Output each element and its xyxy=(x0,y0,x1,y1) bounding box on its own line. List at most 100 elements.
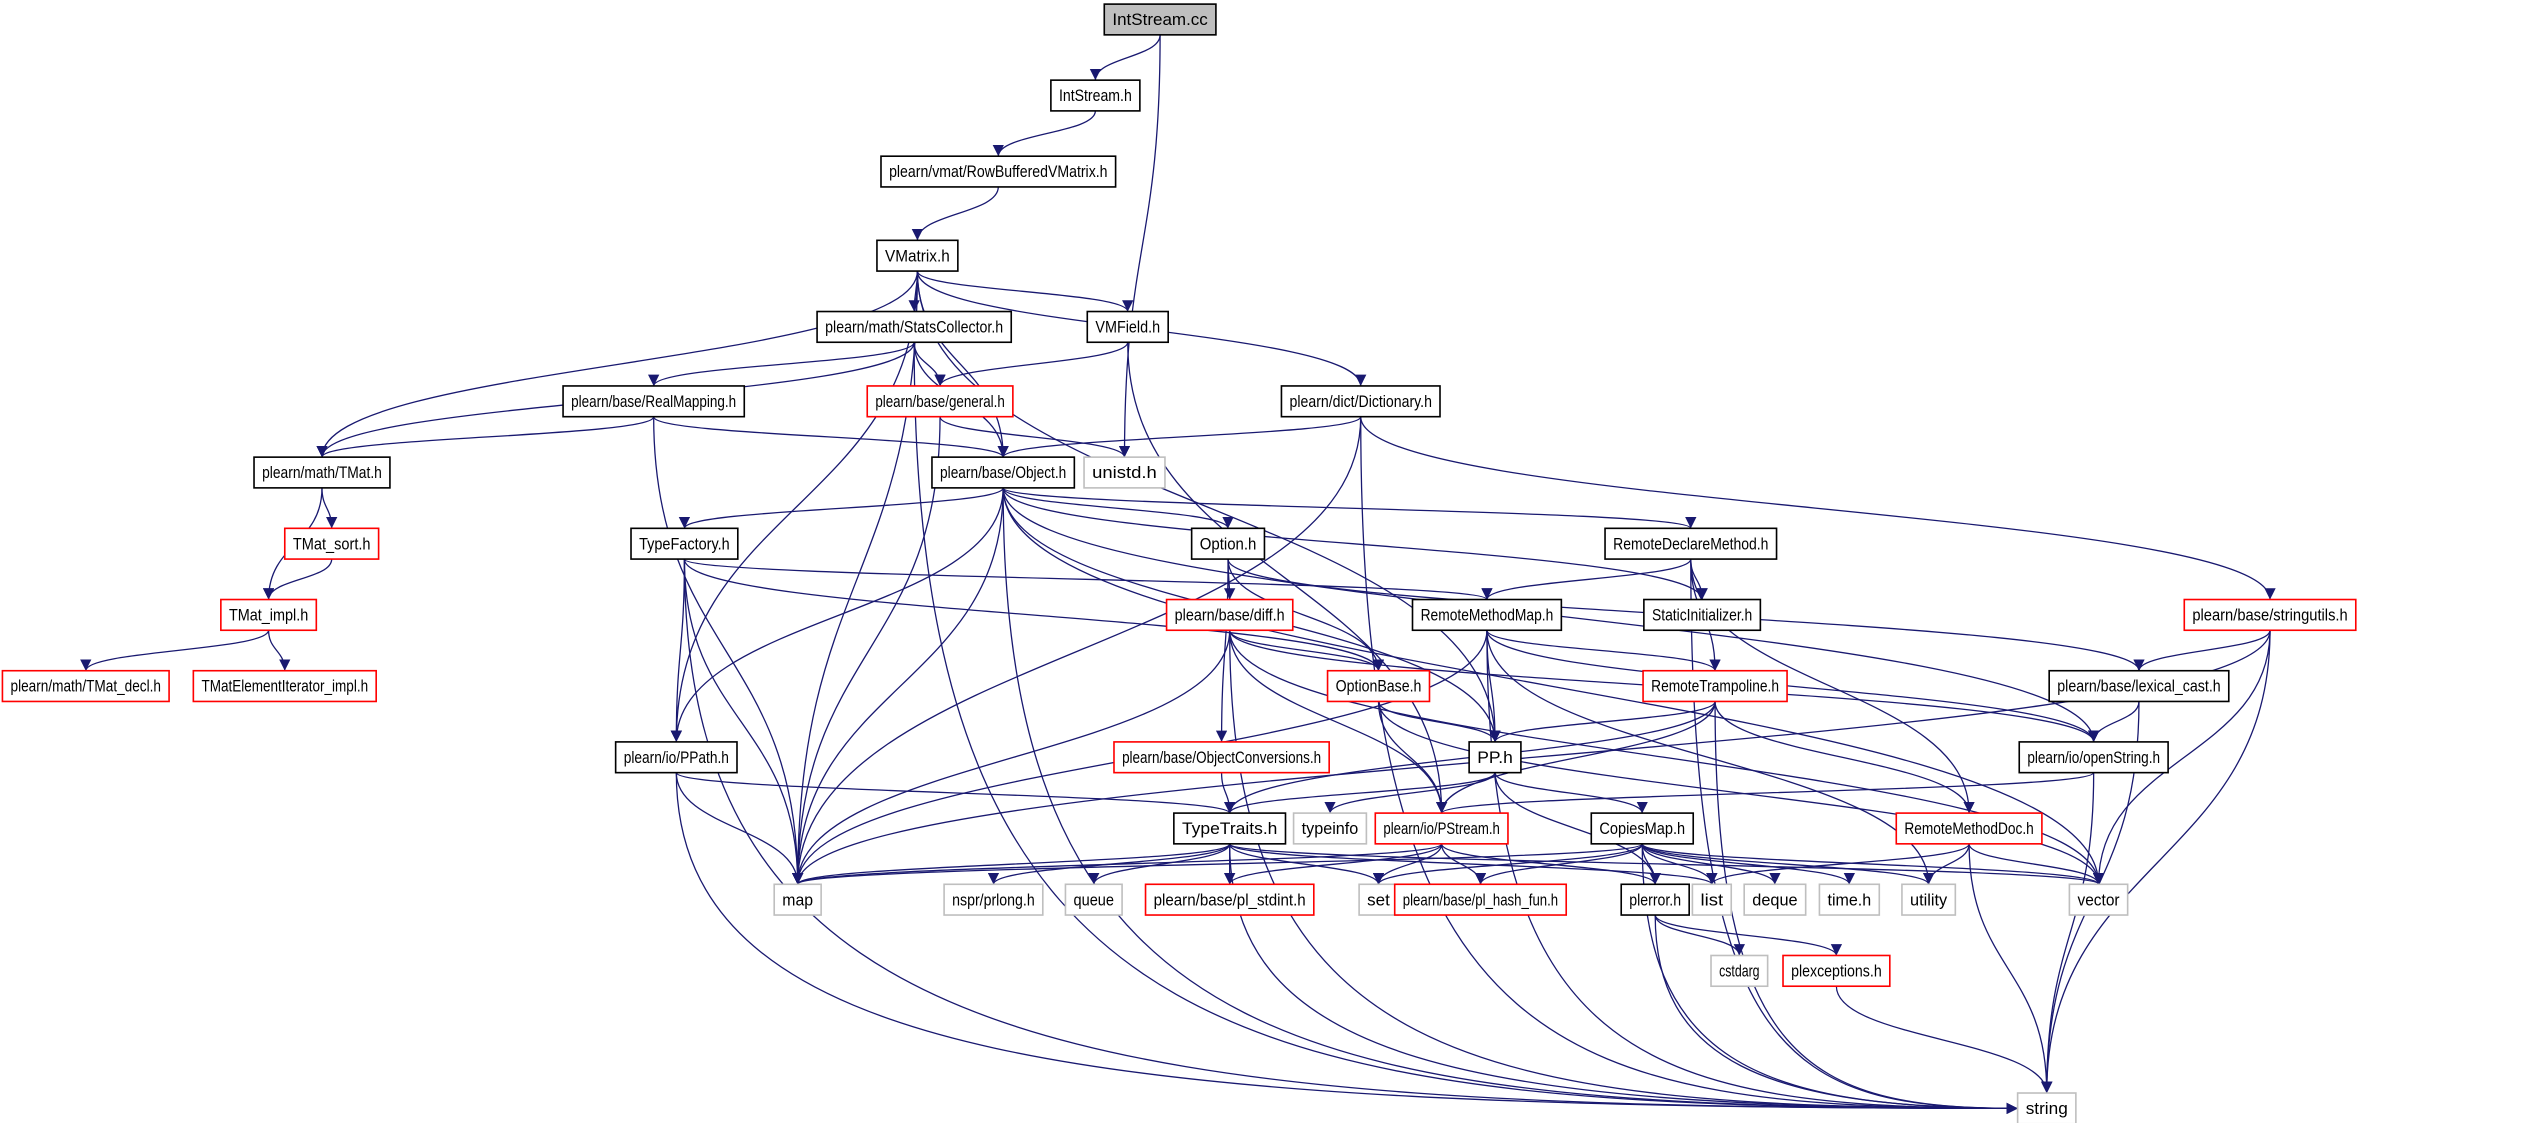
edge-plearn-io-openstring-h-to-plearn-io-pstream-h xyxy=(1436,772,2095,814)
edge-plearn-io-ppath-h-to-typetraits-h xyxy=(675,772,1236,814)
node-box xyxy=(1895,812,2043,845)
node-intstream-cc[interactable]: IntStream.cc xyxy=(1103,3,1217,36)
node-vmatrix-h[interactable]: VMatrix.h xyxy=(876,239,959,272)
node-box xyxy=(253,456,391,489)
node-label: RemoteMethodMap.h xyxy=(1421,607,1554,625)
node-box xyxy=(1590,812,1695,845)
node-label: plerror.h xyxy=(1629,891,1681,909)
node-plearn-base-stringutils-h[interactable]: plearn/base/stringutils.h xyxy=(2183,598,2357,632)
node-label: TMatElementIterator_impl.h xyxy=(201,678,368,696)
node-box xyxy=(876,239,959,272)
node-plexceptions-h[interactable]: plexceptions.h xyxy=(1782,954,1891,988)
edge-plearn-base-lexical-cast-h-to-plearn-io-openstring-h xyxy=(2088,701,2140,742)
node-remotemethoddoc-h[interactable]: RemoteMethodDoc.h xyxy=(1895,812,2043,845)
edge-remotemethoddoc-h-to-utility xyxy=(1922,843,1970,885)
node-nspr-prlong-h: nspr/prlong.h xyxy=(943,883,1044,916)
node-optionbase-h[interactable]: OptionBase.h xyxy=(1326,669,1431,703)
node-box xyxy=(816,310,1013,344)
node-label: nspr/prlong.h xyxy=(952,891,1035,909)
node-plearn-base-realmapping-h[interactable]: plearn/base/RealMapping.h xyxy=(562,385,746,418)
node-plearn-io-pstream-h[interactable]: plearn/io/PStream.h xyxy=(1374,812,1509,845)
edge-remotetrampoline-h-to-pp-h xyxy=(1489,701,1716,743)
node-remotetrampoline-h[interactable]: RemoteTrampoline.h xyxy=(1642,669,1788,703)
node-plerror-h[interactable]: plerror.h xyxy=(1620,883,1690,916)
node-vmfield-h[interactable]: VMField.h xyxy=(1086,310,1169,344)
node-plearn-dict-dictionary-h[interactable]: plearn/dict/Dictionary.h xyxy=(1280,385,1441,418)
edge-plearn-base-diff-h-to-optionbase-h xyxy=(1229,630,1385,671)
edge-tmat-impl-h-to-tmatelementiterator-impl-h xyxy=(267,630,291,671)
node-box xyxy=(1190,527,1266,560)
edge-intstream-cc-to-unistd-h xyxy=(1118,34,1161,458)
edge-plearn-base-realmapping-h-to-plearn-base-object-h xyxy=(653,416,1009,458)
node-plearn-base-pl-stdint-h[interactable]: plearn/base/pl_stdint.h xyxy=(1144,883,1315,916)
node-label: plearn/base/ObjectConversions.h xyxy=(1122,749,1321,767)
node-queue: queue xyxy=(1064,883,1123,916)
node-plearn-base-objectconversions-h[interactable]: plearn/base/ObjectConversions.h xyxy=(1113,741,1330,774)
edge-vmatrix-h-to-plearn-math-tmat-h xyxy=(316,271,919,458)
node-box xyxy=(2018,741,2169,774)
edge-optionbase-h-to-plearn-io-pstream-h xyxy=(1377,701,1448,814)
node-label: plearn/base/Object.h xyxy=(940,464,1066,482)
node-remotedeclaremethod-h[interactable]: RemoteDeclareMethod.h xyxy=(1604,527,1778,560)
node-intstream-h[interactable]: IntStream.h xyxy=(1050,79,1141,112)
node-label: TMat_impl.h xyxy=(229,607,308,625)
edge-plearn-dict-dictionary-h-to-map xyxy=(792,416,1362,885)
edge-copiesmap-h-to-time-h xyxy=(1641,843,1855,885)
node-plearn-base-diff-h[interactable]: plearn/base/diff.h xyxy=(1165,598,1294,632)
node-typefactory-h[interactable]: TypeFactory.h xyxy=(630,527,739,560)
node-option-h[interactable]: Option.h xyxy=(1190,527,1266,560)
edge-remotetrampoline-h-to-plearn-io-pstream-h xyxy=(1436,701,1716,814)
node-plearn-math-tmat-h[interactable]: plearn/math/TMat.h xyxy=(253,456,391,489)
node-plearn-math-tmat-decl-h[interactable]: plearn/math/TMat_decl.h xyxy=(1,669,170,703)
edge-pp-h-to-plerror-h xyxy=(1494,772,1661,885)
node-tmat-impl-h[interactable]: TMat_impl.h xyxy=(220,598,318,632)
edge-vmatrix-h-to-pp-h xyxy=(916,271,1501,742)
node-plearn-base-lexical-cast-h[interactable]: plearn/base/lexical_cast.h xyxy=(2048,669,2230,703)
node-label: string xyxy=(2026,1100,2068,1118)
node-box xyxy=(1113,741,1330,774)
node-pp-h[interactable]: PP.h xyxy=(1468,741,1522,774)
node-plearn-vmat-rowbufferedvmatrix-h[interactable]: plearn/vmat/RowBufferedVMatrix.h xyxy=(880,155,1117,188)
node-box xyxy=(2183,598,2357,632)
edge-plearn-math-statscollector-h-to-string xyxy=(913,342,2018,1115)
node-cstdarg: cstdarg xyxy=(1710,954,1769,988)
node-plearn-io-openstring-h[interactable]: plearn/io/openString.h xyxy=(2018,741,2169,774)
edge-option-h-to-optionbase-h xyxy=(1227,559,1385,671)
edge-remotemethoddoc-h-to-vector xyxy=(1968,843,2105,885)
node-set: set xyxy=(1358,883,1399,916)
edges-layer xyxy=(80,34,2276,1115)
node-label: plearn/io/PPath.h xyxy=(624,749,729,767)
node-plearn-base-object-h[interactable]: plearn/base/Object.h xyxy=(931,456,1076,489)
node-plearn-io-ppath-h[interactable]: plearn/io/PPath.h xyxy=(614,741,738,774)
node-box xyxy=(1691,883,1733,916)
edge-typefactory-h-to-remotemethodmap-h xyxy=(683,558,1493,601)
node-plearn-math-statscollector-h[interactable]: plearn/math/StatsCollector.h xyxy=(816,310,1013,344)
node-box xyxy=(1,669,170,703)
node-plearn-base-general-h[interactable]: plearn/base/general.h xyxy=(866,385,1014,418)
node-remotemethodmap-h[interactable]: RemoteMethodMap.h xyxy=(1411,598,1563,632)
node-typetraits-h[interactable]: TypeTraits.h xyxy=(1173,812,1287,845)
node-label: RemoteDeclareMethod.h xyxy=(1613,535,1768,553)
node-copiesmap-h[interactable]: CopiesMap.h xyxy=(1590,812,1695,845)
node-box xyxy=(1358,883,1399,916)
node-box xyxy=(1411,598,1563,632)
node-typeinfo: typeinfo xyxy=(1292,812,1368,845)
node-staticinitializer-h[interactable]: StaticInitializer.h xyxy=(1643,598,1762,632)
edge-plerror-h-to-cstdarg xyxy=(1654,914,1745,956)
node-box xyxy=(1818,883,1881,916)
node-label: plexceptions.h xyxy=(1791,963,1882,981)
node-plearn-base-pl-hash-fun-h[interactable]: plearn/base/pl_hash_fun.h xyxy=(1393,883,1568,916)
edge-plearn-io-pstream-h-to-plerror-h xyxy=(1440,843,1661,885)
node-tmatelementiterator-impl-h[interactable]: TMatElementIterator_impl.h xyxy=(192,669,377,703)
edge-pp-h-to-copiesmap-h xyxy=(1494,772,1648,814)
edge-copiesmap-h-to-map xyxy=(792,843,1643,885)
edge-pp-h-to-typeinfo xyxy=(1324,772,1496,814)
edge-remotetrampoline-h-to-remotemethoddoc-h xyxy=(1714,701,1975,814)
edge-plearn-base-object-h-to-option-h xyxy=(1002,487,1234,529)
node-tmat-sort-h[interactable]: TMat_sort.h xyxy=(283,527,380,560)
node-label: typeinfo xyxy=(1302,820,1359,838)
edge-plearn-base-object-h-to-remotedeclaremethod-h xyxy=(1002,487,1697,529)
node-label: set xyxy=(1367,891,1390,909)
